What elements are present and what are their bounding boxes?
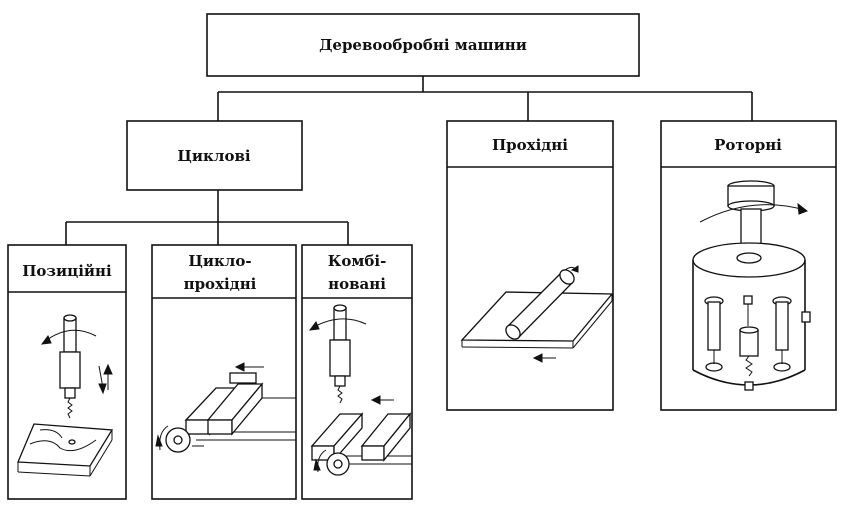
passthrough-panel: Прохідні (446, 120, 614, 411)
combined-label-line2: новані (328, 275, 386, 293)
root-label: Деревообробні машини (319, 36, 527, 54)
cyclic-label: Циклові (177, 147, 250, 165)
cyclo-pass-label-line1: Цикло- (188, 252, 251, 270)
positional-panel: Позиційні (7, 244, 127, 500)
passthrough-illustration (460, 265, 614, 363)
rotary-illustration (692, 180, 811, 391)
cyclo-pass-panel: Цикло- прохідні (151, 244, 297, 500)
combined-illustration (308, 304, 412, 476)
cyclo-pass-illustration (155, 362, 296, 453)
passthrough-label: Прохідні (492, 136, 568, 154)
rotary-label: Роторні (714, 136, 782, 154)
positional-illustration (17, 314, 114, 477)
cyclic-box (126, 120, 303, 191)
rotary-panel: Роторні (660, 120, 837, 411)
positional-label: Позиційні (22, 262, 112, 280)
combined-panel: Комбі- новані (301, 244, 413, 500)
combined-label-line1: Комбі- (328, 252, 387, 270)
cyclo-pass-label-line2: прохідні (184, 275, 257, 293)
connectors (65, 76, 753, 245)
root-box (206, 13, 640, 77)
